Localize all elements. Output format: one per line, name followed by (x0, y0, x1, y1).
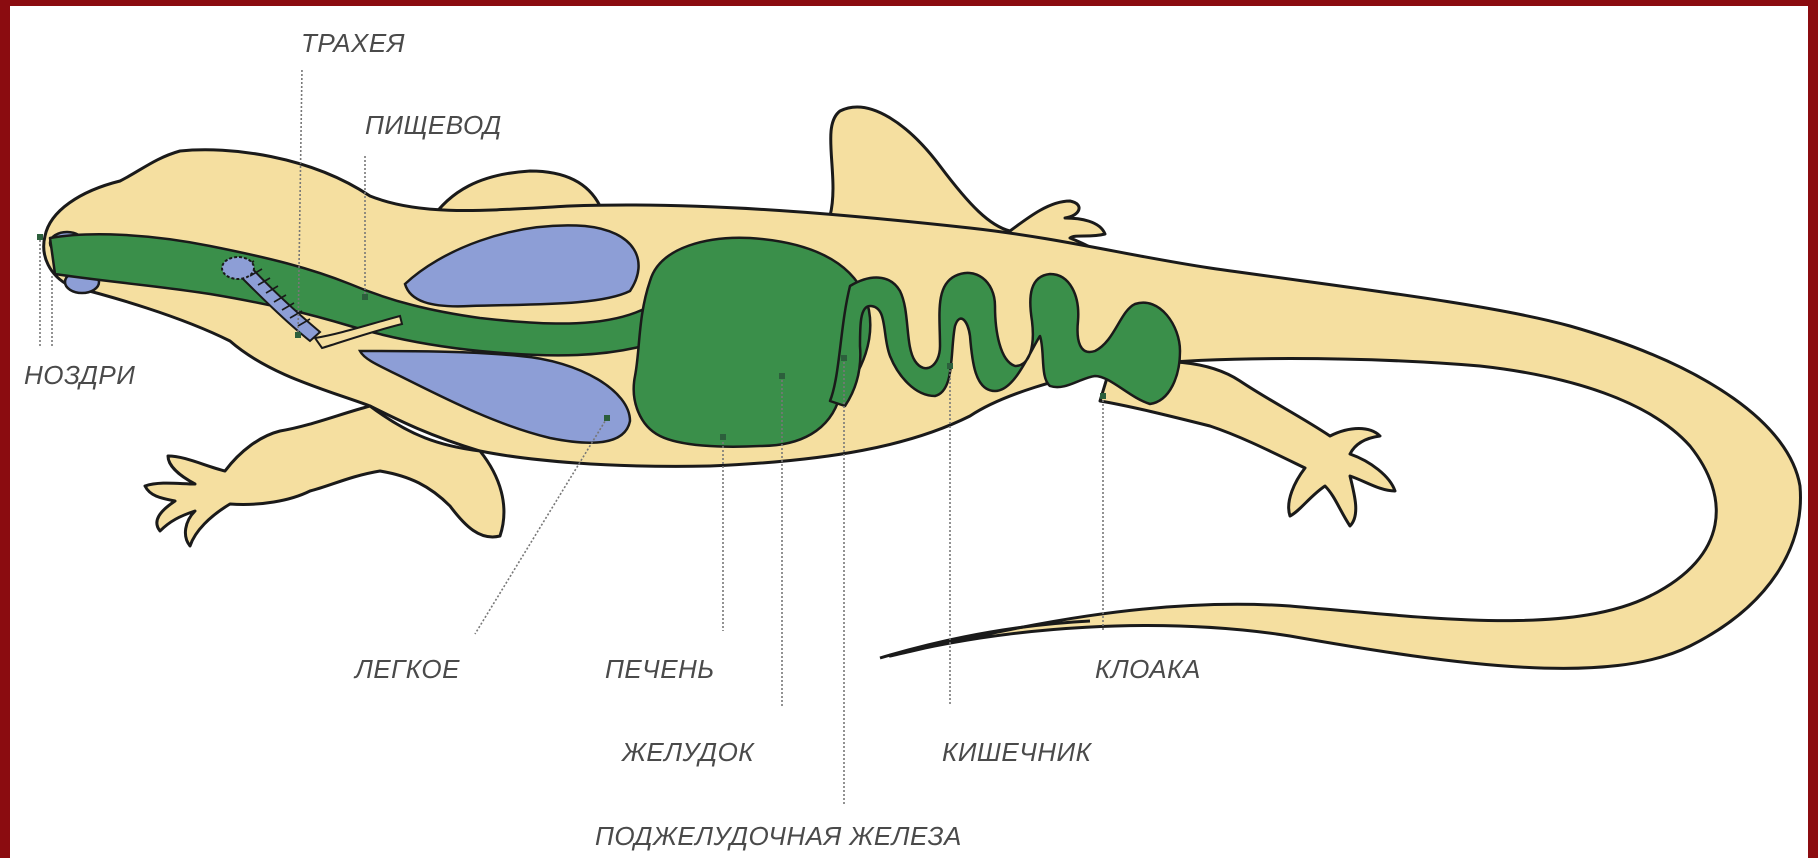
label-liver: ПЕЧЕНЬ (605, 656, 715, 682)
trunk-and-tail (44, 150, 1801, 669)
label-stomach: ЖЕЛУДОК (622, 739, 754, 765)
label-intestine: КИШЕЧНИК (942, 739, 1091, 765)
label-cloaca: КЛОАКА (1095, 656, 1201, 682)
lizard-anatomy-illustration (10, 6, 1808, 858)
label-pancreas: ПОДЖЕЛУДОЧНАЯ ЖЕЛЕЗА (595, 823, 962, 849)
label-esophagus: ПИЩЕВОД (365, 112, 502, 138)
label-nostrils: НОЗДРИ (24, 362, 135, 388)
larynx (222, 257, 254, 279)
label-lung: ЛЕГКОЕ (355, 656, 460, 682)
label-trachea: ТРАХЕЯ (301, 30, 405, 56)
diagram-canvas: ТРАХЕЯ ПИЩЕВОД НОЗДРИ ЛЕГКОЕ ПЕЧЕНЬ ЖЕЛУ… (10, 6, 1808, 858)
